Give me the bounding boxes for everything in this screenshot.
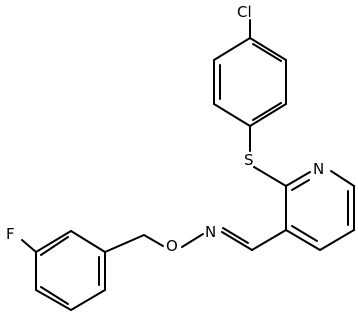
bond-ring-a1 xyxy=(213,37,251,61)
bond-s-pyridine xyxy=(253,166,287,187)
bond-py-inner3 xyxy=(291,225,318,242)
fluorophenyl-ring xyxy=(21,230,106,311)
bond-ch-n xyxy=(221,231,253,251)
pyridine-ring xyxy=(285,170,355,251)
atom-label-cl: Cl xyxy=(237,3,252,21)
chlorophenyl-ring xyxy=(213,19,287,127)
bond-ring-b5 xyxy=(70,289,106,311)
bond-py-2 xyxy=(330,170,355,187)
bond-c-f xyxy=(21,239,37,253)
atom-label-f: F xyxy=(6,225,15,243)
bond-ring-a6 xyxy=(249,37,287,61)
oxime-chain xyxy=(104,227,287,253)
bond-py-4 xyxy=(319,229,355,251)
bond-py-inner1 xyxy=(291,179,310,191)
bond-py-ch xyxy=(251,229,287,251)
bond-py-5 xyxy=(285,229,321,251)
bond-ch2-ring xyxy=(104,234,145,253)
bond-ring-a3 xyxy=(213,103,251,127)
bond-ring-a-inner3 xyxy=(252,102,282,121)
bond-py-1 xyxy=(285,171,311,187)
bond-o-ch2 xyxy=(143,234,164,247)
atom-label-o: O xyxy=(166,237,178,255)
bond-ring-a-inner2 xyxy=(252,43,282,62)
thioether-bonds xyxy=(249,125,287,187)
atom-label-n-oxime: N xyxy=(205,223,216,241)
bond-ring-b2 xyxy=(35,230,72,253)
bond-ring-b-inner3 xyxy=(40,286,69,305)
atom-label-n-pyridine: N xyxy=(313,160,324,178)
atom-label-s: S xyxy=(244,151,254,169)
bond-n-o xyxy=(181,233,204,248)
bond-ring-b1 xyxy=(70,230,106,253)
bond-ring-a4 xyxy=(249,103,287,127)
bond-ring-b-inner2 xyxy=(40,236,69,256)
bond-ring-b4 xyxy=(35,289,72,311)
bond-ch-n-double xyxy=(222,227,249,244)
